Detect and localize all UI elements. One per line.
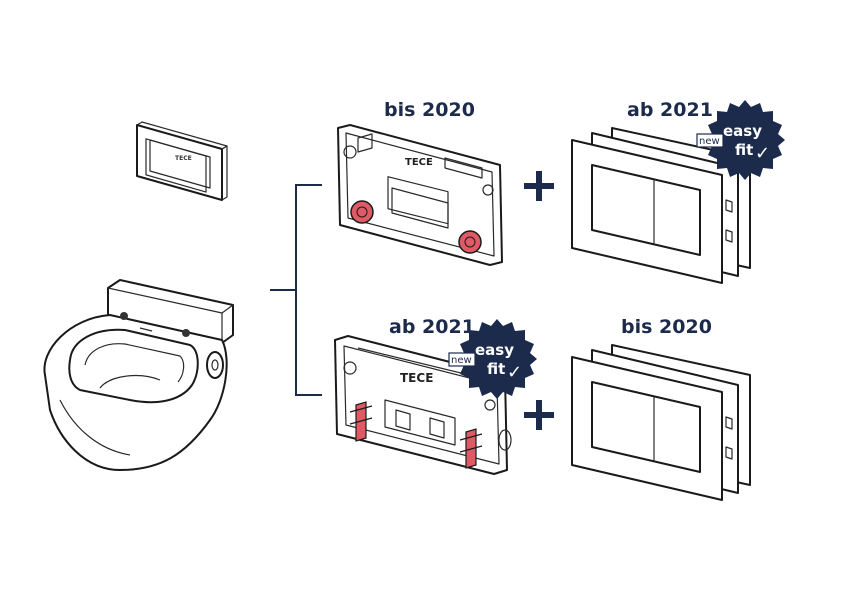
- top-panel-label: bis 2020: [384, 99, 475, 121]
- plus-sign-bottom: [524, 400, 554, 430]
- check-icon: ✓: [507, 362, 522, 383]
- bottom-plate-label: bis 2020: [621, 316, 712, 338]
- svg-text:TECE: TECE: [175, 155, 192, 162]
- badge-new-text: new: [699, 136, 720, 147]
- red-screw-left: [350, 200, 374, 224]
- plus-sign-top: [524, 171, 554, 201]
- flush-plate-old: [571, 344, 751, 501]
- easy-fit-badge-top: easy fit ✓ new: [696, 100, 785, 180]
- red-screw-right: [458, 230, 482, 254]
- check-icon: ✓: [755, 143, 770, 164]
- bottom-panel-label: ab 2021: [389, 316, 475, 338]
- easy-fit-badge-bottom: easy fit ✓ new: [448, 319, 537, 399]
- bracket-connector: [270, 184, 322, 396]
- badge-easy-text: easy: [475, 341, 514, 359]
- flush-plate-new: [571, 127, 751, 284]
- wall-frame-illustration: TECE: [136, 121, 228, 201]
- badge-fit-text: fit: [487, 360, 505, 378]
- tece-logo-top: TECE: [405, 157, 433, 168]
- tece-logo-bottom: TECE: [400, 371, 433, 385]
- wall-hung-toilet-illustration: [43, 279, 234, 471]
- badge-new-text: new: [451, 355, 472, 366]
- top-plate-label: ab 2021: [627, 99, 713, 121]
- mounting-panel-old: TECE: [337, 124, 503, 266]
- badge-fit-text: fit: [735, 141, 753, 159]
- badge-easy-text: easy: [723, 122, 762, 140]
